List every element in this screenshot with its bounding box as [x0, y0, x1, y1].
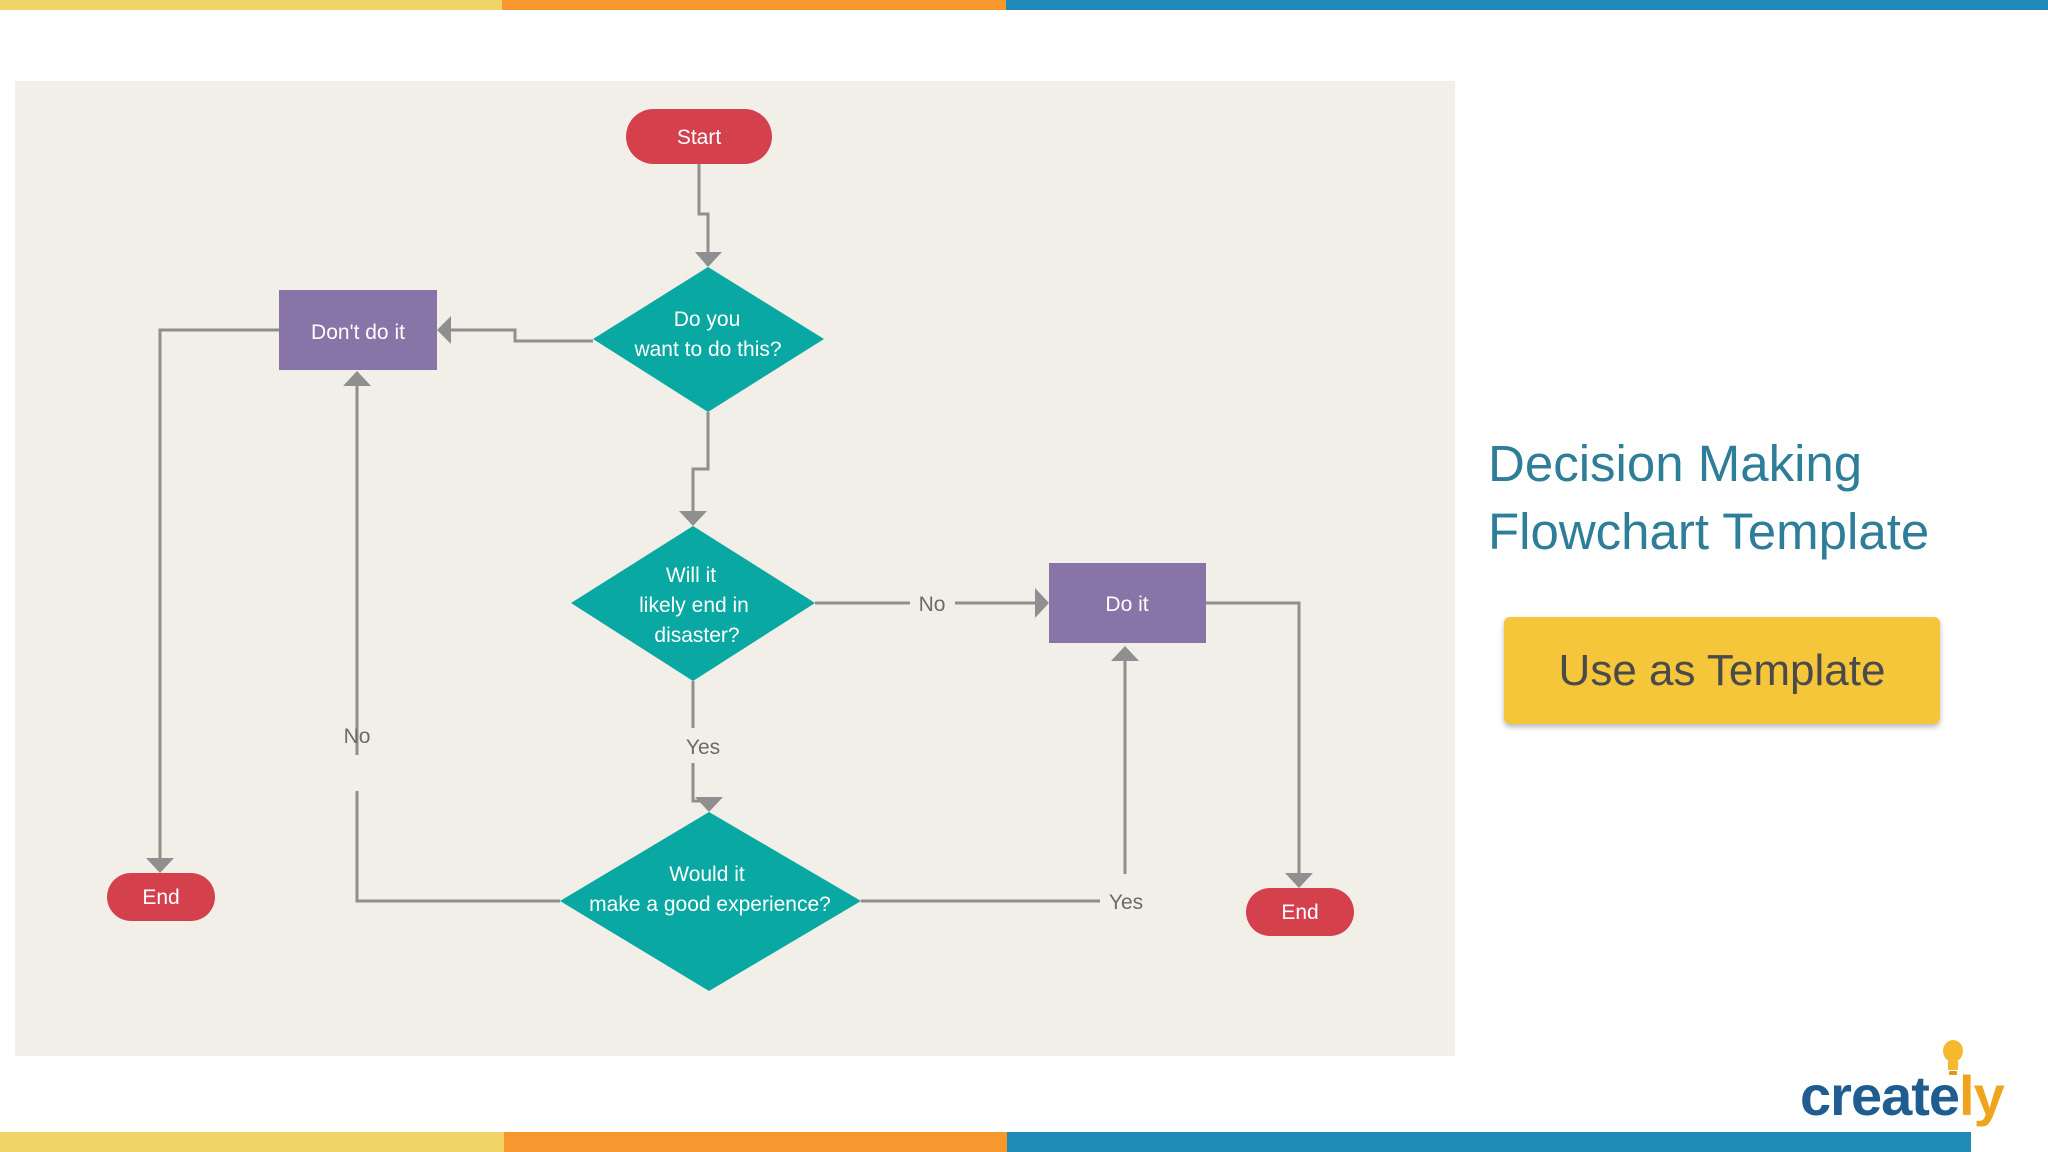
arrow-into-want: [695, 252, 722, 267]
decision-experience-shape: [560, 812, 861, 991]
bulb-cap: [1949, 1071, 1957, 1075]
bottom-color-stripe: [0, 1132, 2048, 1152]
end-left-terminal-shape: [107, 873, 215, 921]
wordmark-main: create: [1800, 1064, 1960, 1127]
bulb-glass: [1943, 1040, 1963, 1062]
use-as-template-button[interactable]: Use as Template: [1504, 617, 1940, 724]
stripe-yellow: [0, 0, 502, 10]
label-disaster-no: No: [919, 593, 946, 616]
arrow-into-dont-bottom: [343, 371, 371, 386]
decision-disaster-label-line-2: likely end in: [639, 594, 749, 617]
arrow-into-end-left: [146, 858, 174, 873]
creately-logo[interactable]: creately: [1800, 1040, 2020, 1126]
node-start[interactable]: Start: [626, 109, 772, 164]
label-experience-no: No: [344, 725, 371, 748]
connectors: [146, 164, 1313, 903]
arrow-into-disaster: [679, 511, 707, 526]
edge-want-to-disaster: [691, 412, 710, 511]
decision-want-label-line-2: want to do this?: [633, 338, 781, 361]
decision-disaster-label-line-3: disaster?: [654, 624, 739, 647]
start-label: Start: [677, 126, 722, 149]
stripe-blue: [1007, 1132, 1971, 1152]
creately-wordmark: creately: [1800, 1064, 2005, 1127]
edge-start-to-want: [697, 164, 710, 252]
decision-disaster-shape: [571, 526, 815, 681]
bulb-base: [1948, 1061, 1958, 1070]
node-decision-want[interactable]: Do you want to do this?: [593, 267, 824, 412]
decision-want-shape: [593, 267, 824, 412]
label-experience-yes: Yes: [1109, 891, 1143, 914]
decision-experience-label-line-1: Would it: [669, 863, 745, 886]
node-end-right[interactable]: End: [1246, 888, 1354, 936]
stripe-blue: [1006, 0, 2048, 10]
arrow-into-dont: [437, 316, 451, 344]
wordmark-accent: ly: [1959, 1064, 2005, 1127]
decision-experience-label-line-2: make a good experience?: [589, 893, 831, 916]
flowchart-canvas: No Yes No Yes Start Do you want to do th…: [15, 81, 1455, 1056]
node-decision-experience[interactable]: Would it make a good experience?: [560, 812, 861, 991]
top-color-stripe: [0, 0, 2048, 10]
flowchart-svg: No Yes No Yes Start Do you want to do th…: [15, 81, 1455, 1056]
dont-do-it-label: Don't do it: [311, 321, 405, 344]
end-right-label: End: [1281, 901, 1318, 924]
edge-doit-to-end-right: [1205, 601, 1301, 873]
node-decision-disaster[interactable]: Will it likely end in disaster?: [571, 526, 815, 681]
edge-want-to-dont: [451, 328, 593, 343]
stripe-yellow: [0, 1132, 504, 1152]
end-left-label: End: [142, 886, 179, 909]
edge-experience-to-dont: [355, 791, 560, 903]
edge-dont-to-end-left: [158, 328, 279, 858]
decision-disaster-label-line-1: Will it: [666, 564, 716, 587]
lightbulb-icon: [1943, 1040, 1963, 1075]
stripe-orange: [502, 0, 1006, 10]
label-disaster-yes: Yes: [686, 736, 720, 759]
do-it-label: Do it: [1105, 593, 1148, 616]
page-title-line-1: Decision Making: [1488, 435, 1863, 492]
start-terminal-shape: [626, 109, 772, 164]
page-title-line-2: Flowchart Template: [1488, 503, 1930, 560]
arrow-into-end-right: [1285, 873, 1313, 888]
arrow-into-doit-bottom: [1111, 646, 1139, 661]
node-do-it[interactable]: Do it: [1049, 563, 1206, 643]
arrow-into-doit: [1035, 588, 1049, 618]
node-end-left[interactable]: End: [107, 873, 215, 921]
page-title: Decision Making Flowchart Template: [1488, 430, 2008, 566]
stripe-orange: [504, 1132, 1007, 1152]
decision-want-label-line-1: Do you: [674, 308, 741, 331]
arrow-into-experience: [695, 797, 723, 812]
end-right-terminal-shape: [1246, 888, 1354, 936]
node-dont-do-it[interactable]: Don't do it: [279, 290, 437, 370]
dont-do-it-shape: [279, 290, 437, 370]
do-it-shape: [1049, 563, 1206, 643]
